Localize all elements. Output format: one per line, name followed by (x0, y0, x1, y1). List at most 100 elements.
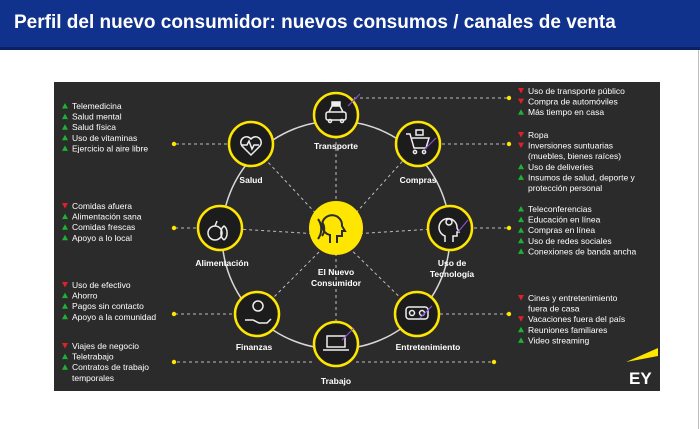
trend-item: Reuniones familiares (528, 325, 607, 335)
trend-item: Ropa (528, 130, 549, 140)
trend-up-icon (62, 134, 68, 141)
slide-header: Perfil del nuevo consumidor: nuevos cons… (0, 0, 700, 50)
trend-up-icon (62, 124, 68, 130)
trend-up-icon (62, 313, 68, 320)
trend-up-icon (62, 234, 68, 241)
trend-up-icon (518, 227, 524, 233)
trend-up-icon (518, 248, 524, 254)
trend-up-icon (62, 113, 68, 120)
connector-dots (171, 95, 512, 365)
trend-down-icon (62, 282, 68, 288)
trend-item: Pagos sin contacto (72, 301, 144, 311)
trend-item-continuation: protección personal (528, 183, 602, 193)
trend-item: Uso de vitaminas (72, 133, 137, 143)
trend-item: Salud física (72, 122, 116, 132)
trend-up-icon (62, 224, 68, 230)
consumer-infographic: El Nuevo Consumidor Transporte Compras (54, 82, 660, 391)
trend-up-icon (518, 337, 524, 343)
trend-item: Telemedicina (72, 101, 122, 111)
node-trabajo: Trabajo (312, 320, 360, 386)
node-label-alimentacion: Alimentación (195, 258, 248, 268)
list-connectors (174, 97, 509, 363)
node-label-tecnologia-1: Uso de (438, 258, 467, 268)
heart-pulse-icon (240, 136, 262, 157)
center-label-2: Consumidor (311, 278, 362, 288)
trend-down-icon (518, 88, 524, 94)
trend-item: Apoyo a la comunidad (72, 312, 156, 322)
node-label-entretenimiento: Entretenimiento (396, 342, 461, 352)
trend-up-icon (518, 163, 524, 170)
trend-item: Ahorro (72, 291, 98, 301)
node-entretenimiento: Entretenimiento (393, 290, 461, 352)
trend-item: Más tiempo en casa (528, 107, 604, 117)
node-transporte: Transporte (312, 91, 361, 151)
trend-down-icon (62, 203, 68, 209)
trend-item: Conexiones de banda ancha (528, 246, 636, 256)
trend-item: Vacaciones fuera del país (528, 314, 625, 324)
center-label-1: El Nuevo (318, 267, 354, 277)
trend-down-icon (518, 98, 524, 105)
trend-item: Contratos de trabajo (72, 362, 149, 372)
node-label-salud: Salud (239, 175, 262, 185)
ey-logo: EY (626, 348, 658, 388)
trend-up-icon (62, 292, 68, 299)
trend-item: Compras en línea (528, 225, 595, 235)
trend-item: Video streaming (528, 335, 590, 345)
trend-up-icon (518, 216, 524, 223)
trend-up-icon (62, 213, 68, 220)
trend-down-icon (62, 343, 68, 349)
trend-up-icon (518, 109, 524, 115)
laptop-icon (323, 335, 349, 351)
trend-item: Insumos de salud, deporte y (528, 172, 636, 182)
trend-item: Inversiones suntuarias (528, 141, 613, 151)
trend-up-icon (62, 353, 68, 360)
infographic-canvas: El Nuevo Consumidor Transporte Compras (62, 86, 658, 388)
node-salud: Salud (227, 120, 275, 185)
trend-item: Compra de automóviles (528, 97, 618, 107)
trend-up-icon (518, 237, 524, 244)
trend-down-icon (518, 316, 524, 322)
trend-item: Teleconferencias (528, 204, 592, 214)
trend-item: Uso de transporte público (528, 86, 625, 96)
trend-item-continuation: temporales (72, 373, 114, 383)
node-tecnologia: Uso de Tecnología (426, 204, 475, 279)
trend-item: Educación en línea (528, 215, 601, 225)
node-compras: Compras (394, 120, 442, 185)
node-label-transporte: Transporte (314, 141, 358, 151)
trend-down-icon (518, 142, 524, 149)
trend-item: Apoyo a lo local (72, 233, 132, 243)
trend-up-icon (518, 326, 524, 333)
trend-item-continuation: fuera de casa (528, 304, 580, 314)
trend-down-icon (518, 132, 524, 138)
trend-item: Teletrabajo (72, 352, 114, 362)
trend-up-icon (62, 145, 68, 151)
trend-item: Uso de deliveries (528, 162, 593, 172)
trend-item: Alimentación sana (72, 212, 142, 222)
node-finanzas: Finanzas (233, 290, 281, 352)
trend-item: Cines y entretenimiento (528, 293, 618, 303)
trend-item: Ejercicio al aire libre (72, 143, 148, 153)
shopping-cart-icon (406, 129, 431, 155)
trend-up-icon (62, 364, 68, 370)
node-label-tecnologia-2: Tecnología (430, 269, 475, 279)
node-label-compras: Compras (400, 175, 437, 185)
consumer-head-icon (317, 214, 347, 243)
ey-logo-text: EY (629, 369, 652, 388)
slide-frame (0, 50, 699, 429)
trend-item: Salud mental (72, 112, 122, 122)
taxi-icon (325, 101, 347, 124)
head-gear-icon (438, 217, 461, 242)
trend-item: Uso de efectivo (72, 280, 131, 290)
trend-item-continuation: (muebles, bienes raíces) (528, 151, 621, 161)
trend-item: Comidas afuera (72, 201, 132, 211)
trend-item: Uso de redes sociales (528, 236, 612, 246)
slide-title: Perfil del nuevo consumidor: nuevos cons… (14, 12, 616, 33)
node-label-trabajo: Trabajo (321, 376, 351, 386)
